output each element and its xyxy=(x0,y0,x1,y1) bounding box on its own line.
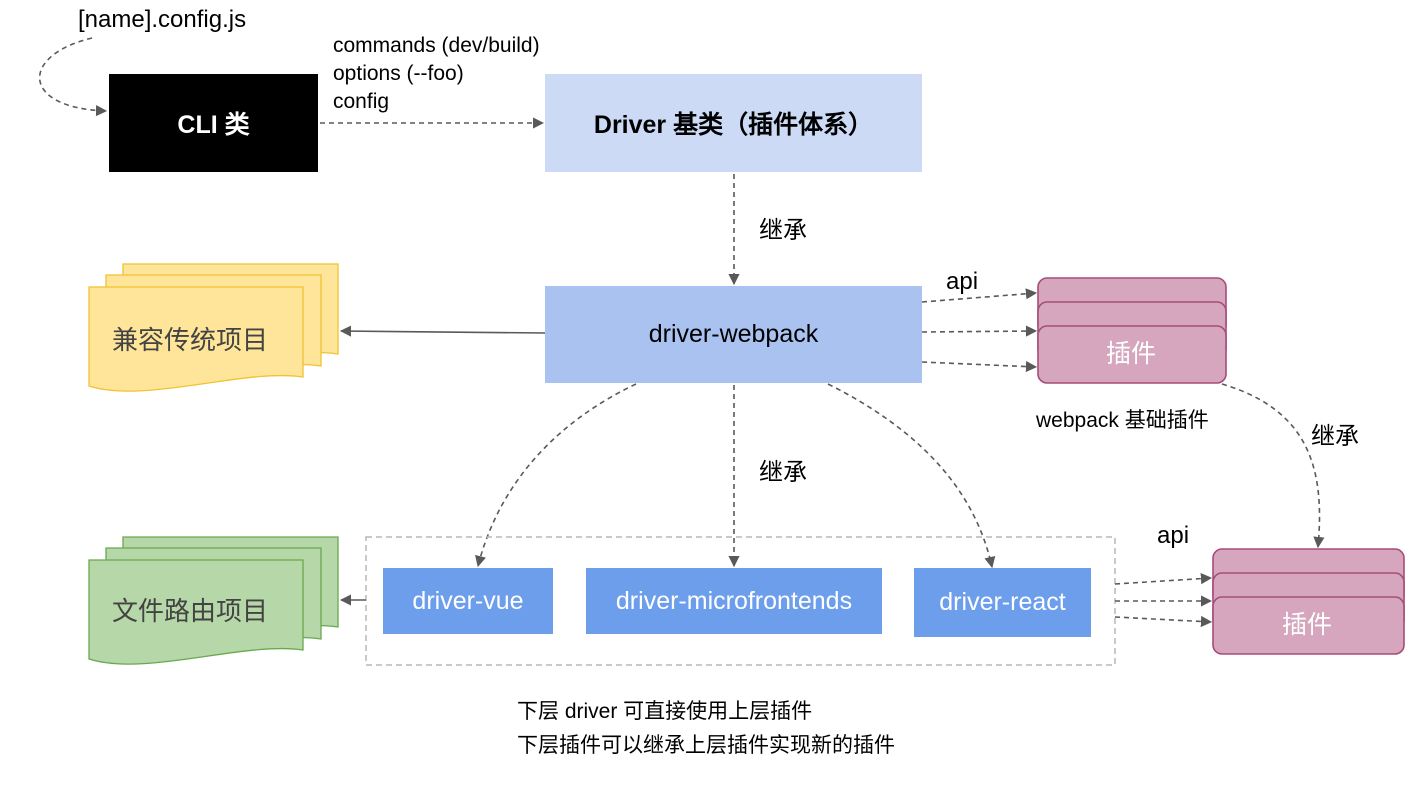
webpack-to-vue-arrow xyxy=(475,383,637,568)
react-api-arrow-1 xyxy=(1114,573,1213,585)
legacy-project-label: 兼容传统项目 xyxy=(112,325,269,355)
driver-react-box: driver-react xyxy=(914,568,1091,637)
cli-input-options: options (--foo) xyxy=(333,62,464,85)
api-label-top: api xyxy=(946,268,979,295)
config-file-label: [name].config.js xyxy=(78,6,247,33)
inherit-label-right: 继承 xyxy=(1311,423,1359,450)
api-label-bottom: api xyxy=(1157,522,1190,549)
plugin-bottom-label: 插件 xyxy=(1282,611,1333,639)
webpack-to-legacy-arrow xyxy=(339,325,546,337)
webpack-api-arrow-2 xyxy=(921,325,1038,337)
cli-input-commands: commands (dev/build) xyxy=(333,34,540,57)
webpack-api-arrow-3 xyxy=(921,360,1038,373)
plugin-top-label: 插件 xyxy=(1106,340,1157,368)
webpack-plugins-caption: webpack 基础插件 xyxy=(1036,409,1209,432)
plugin-stack-top xyxy=(1037,277,1227,384)
inherit-label-middle: 继承 xyxy=(759,459,807,486)
driver-vue-box: driver-vue xyxy=(383,568,553,634)
note-line-1: 下层 driver 可直接使用上层插件 xyxy=(517,700,813,723)
inherit-label-top: 继承 xyxy=(759,217,807,244)
webpack-to-react-arrow xyxy=(827,383,996,569)
driver-webpack-box: driver-webpack xyxy=(545,286,922,383)
note-line-2: 下层插件可以继承上层插件实现新的插件 xyxy=(517,734,895,757)
plugin-inherit-arrow xyxy=(1221,383,1325,549)
webpack-api-arrow-1 xyxy=(921,288,1038,303)
cli-input-config: config xyxy=(333,90,390,113)
driver-microfrontends-box: driver-microfrontends xyxy=(586,568,882,634)
plugin-stack-bottom xyxy=(1212,548,1405,655)
driver-base-class-box: Driver 基类（插件体系） xyxy=(545,74,922,172)
cli-class-box: CLI 类 xyxy=(109,74,318,172)
legacy-project-docs xyxy=(88,263,339,392)
config-loop-arrow xyxy=(38,37,108,117)
route-project-docs xyxy=(88,536,339,665)
react-api-arrow-3 xyxy=(1114,615,1213,628)
route-project-label: 文件路由项目 xyxy=(112,596,269,626)
